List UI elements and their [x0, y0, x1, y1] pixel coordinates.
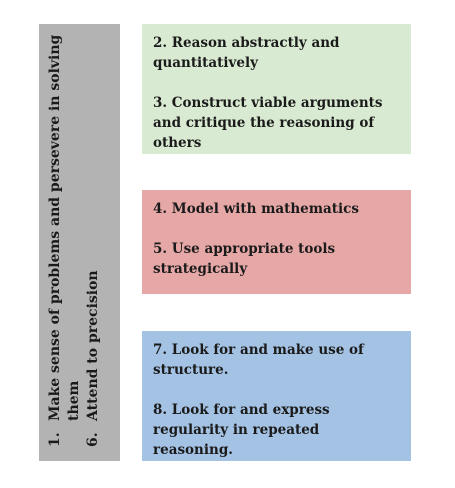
- sidebar-item-1-text: Make sense of problems and persevere in …: [46, 34, 63, 421]
- sidebar-item-1: 1. Make sense of problems and persevere i…: [46, 33, 65, 447]
- practice-item-4: 4. Model with mathematics: [153, 201, 359, 217]
- practice-item-8: 8. Look for and express regularity in re…: [153, 402, 330, 458]
- group-box-red: 4. Model with mathematics 5. Use appropr…: [142, 190, 411, 294]
- sidebar-rotated-text: 1. Make sense of problems and persevere i…: [46, 33, 114, 453]
- practice-item-7: 7. Look for and make use of structure.: [153, 342, 364, 378]
- practices-sidebar: 1. Make sense of problems and persevere i…: [39, 24, 120, 461]
- sidebar-item-6-number: 6.: [84, 431, 101, 447]
- sidebar-item-1-number: 1.: [46, 431, 63, 447]
- practice-item-2: 2. Reason abstractly and quantitatively: [153, 35, 340, 71]
- sidebar-item-1-continued: them: [65, 33, 84, 447]
- group-box-green: 2. Reason abstractly and quantitatively …: [142, 24, 411, 154]
- sidebar-item-6-text: Attend to precision: [84, 269, 101, 421]
- sidebar-item-1-text-continued: them: [65, 380, 82, 421]
- practice-item-3: 3. Construct viable arguments and critiq…: [153, 95, 383, 151]
- sidebar-item-6: 6. Attend to precision: [84, 33, 103, 447]
- group-box-blue: 7. Look for and make use of structure. 8…: [142, 331, 411, 461]
- practice-item-5: 5. Use appropriate tools strategically: [153, 241, 336, 277]
